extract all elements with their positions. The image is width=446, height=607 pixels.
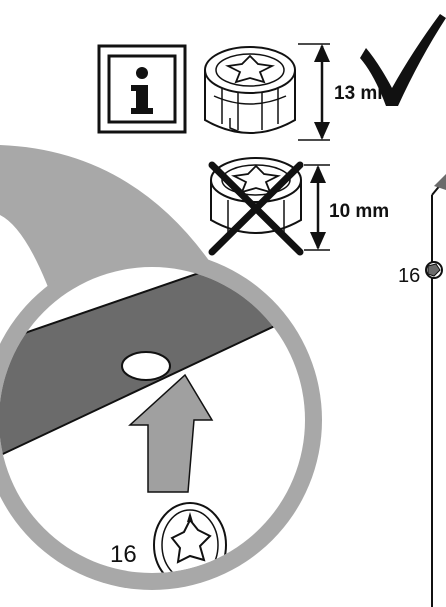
cam-fitting-correct bbox=[204, 46, 296, 134]
side-panel bbox=[431, 174, 446, 607]
insert-arrow bbox=[128, 373, 214, 493]
detail-magnifier: 16 bbox=[0, 250, 322, 590]
cam-fitting-incorrect bbox=[210, 157, 302, 234]
side-cam-fitting-16 bbox=[425, 261, 443, 279]
detail-part-number: 16 bbox=[110, 541, 137, 568]
info-icon bbox=[97, 44, 187, 134]
dimension-10mm: 10 mm bbox=[304, 164, 389, 251]
dimension-13mm: 13 mm bbox=[298, 43, 394, 141]
dimension-10mm-label: 10 mm bbox=[329, 201, 389, 222]
cross-out-icon bbox=[208, 161, 304, 256]
side-part-number: 16 bbox=[398, 265, 420, 287]
checkmark-icon bbox=[360, 14, 446, 106]
panel-hole bbox=[121, 351, 171, 381]
